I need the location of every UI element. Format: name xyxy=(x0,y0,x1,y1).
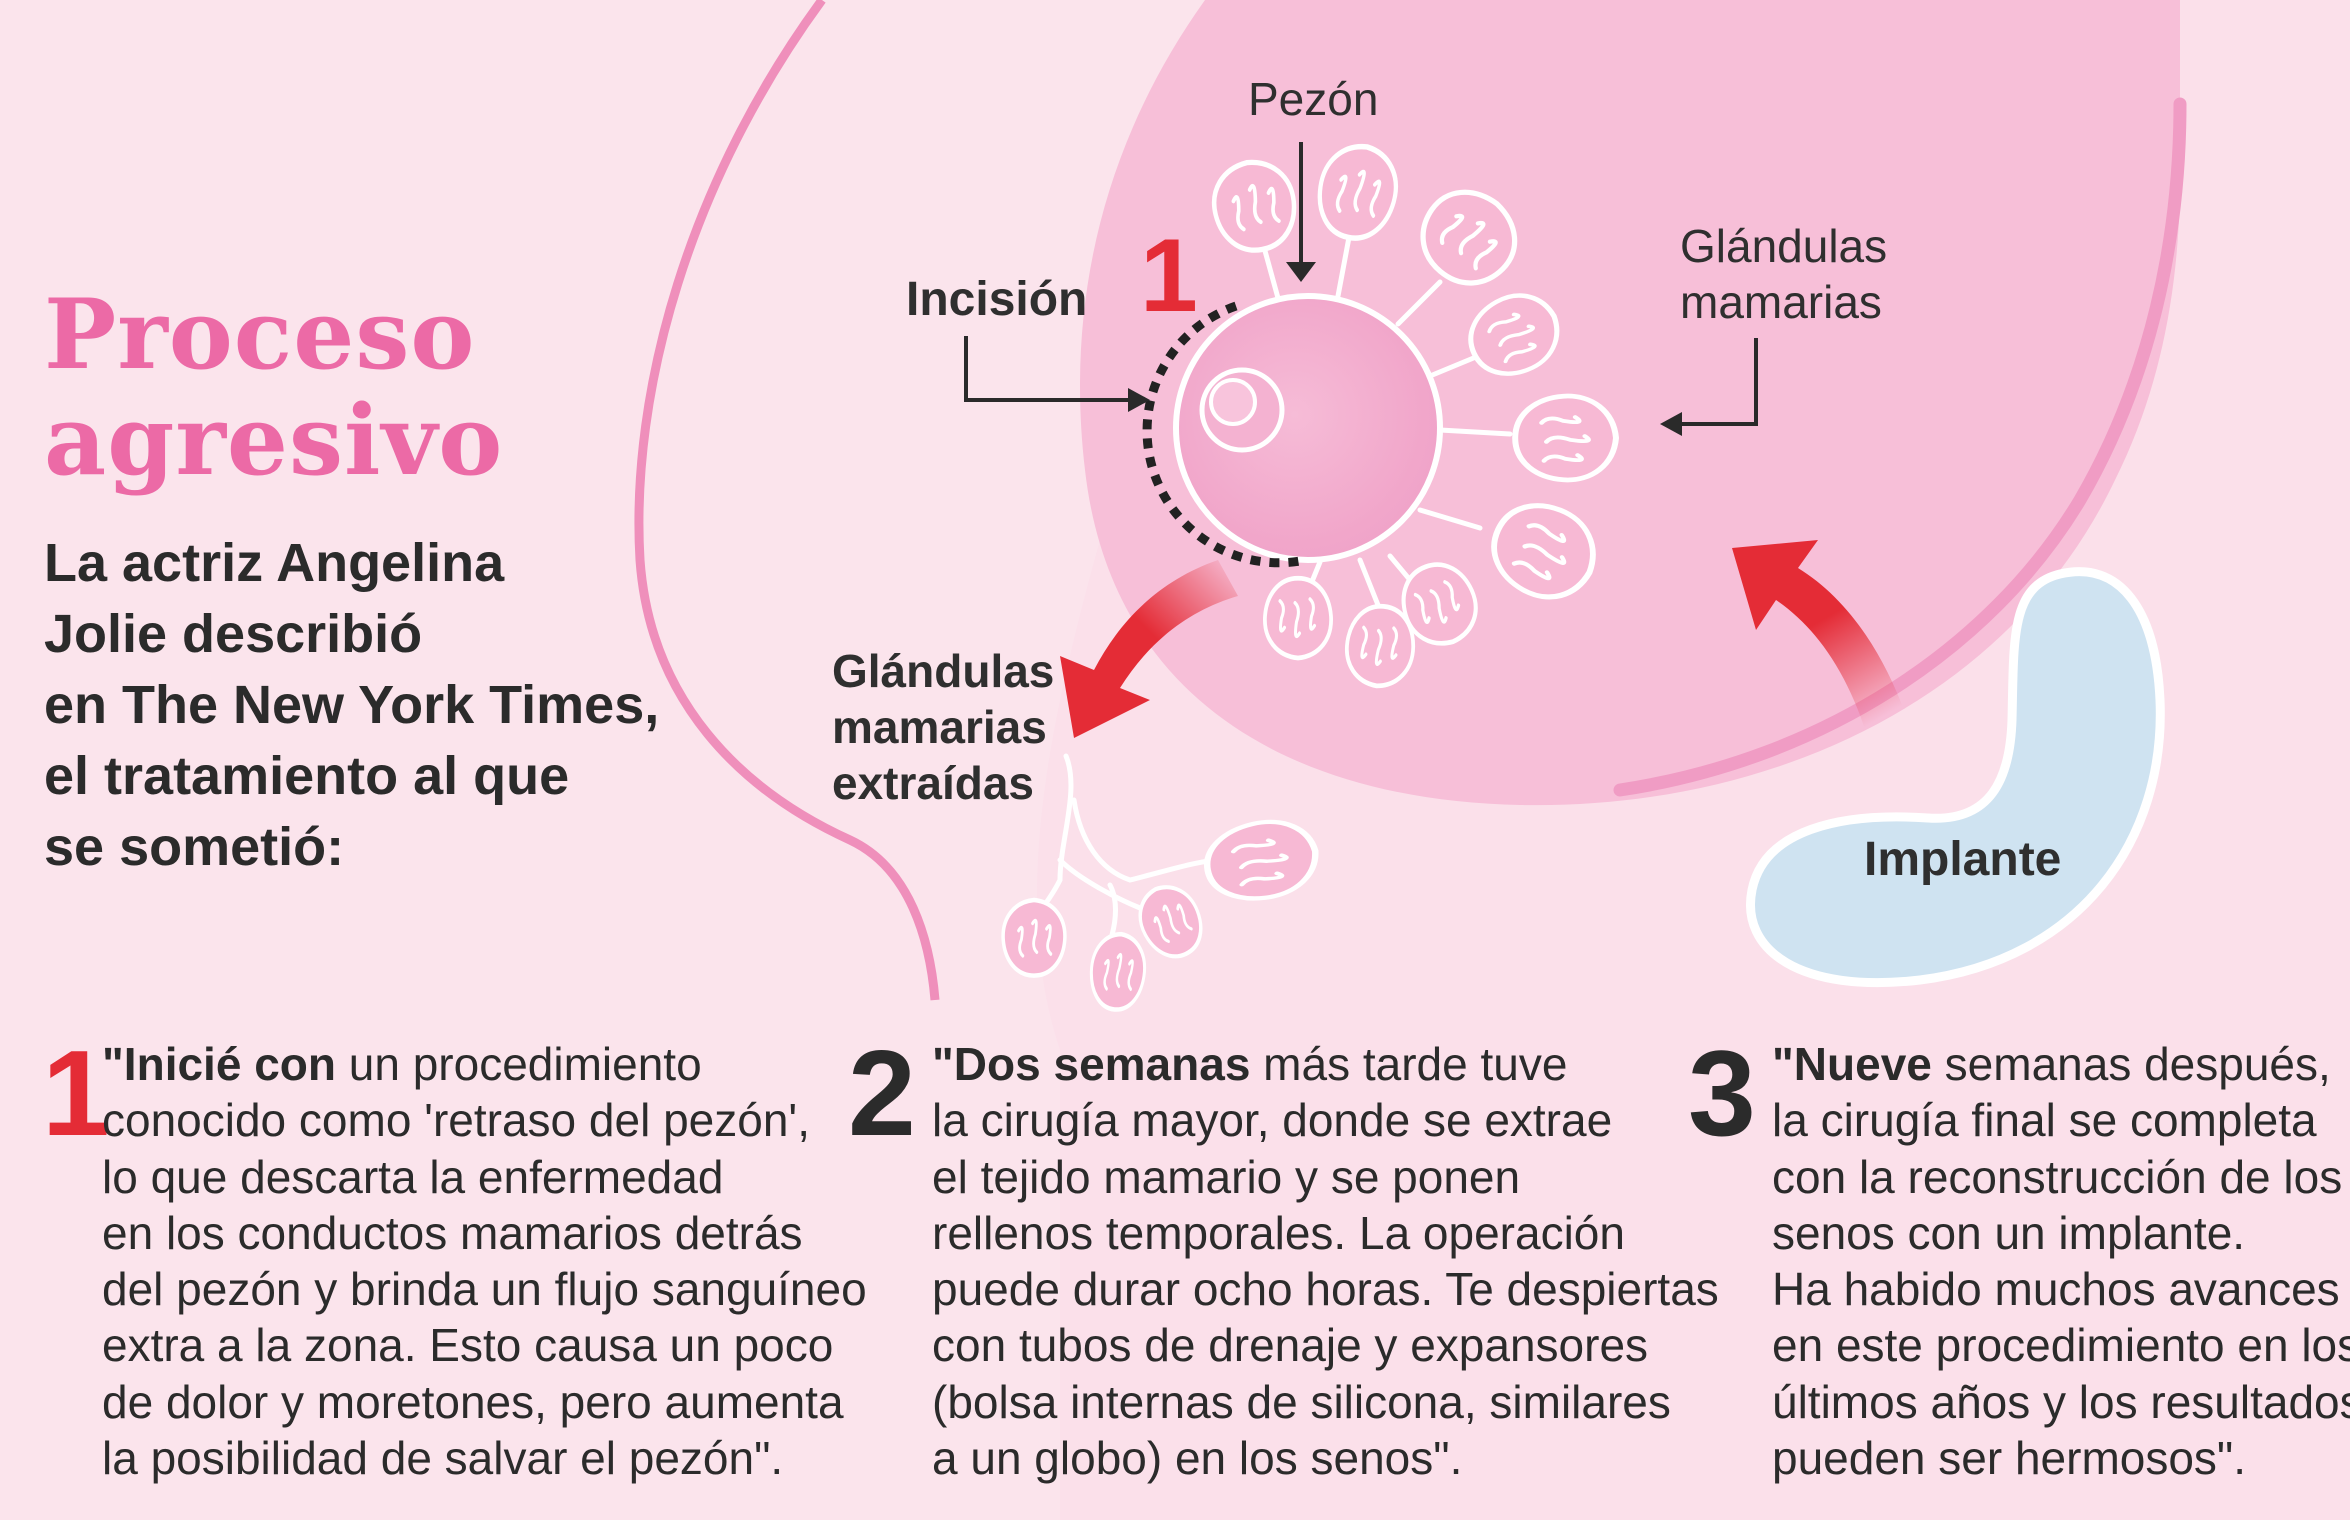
step-line: extra a la zona. Esto causa un poco xyxy=(102,1319,834,1372)
glands-label: Glándulas mamarias xyxy=(1680,218,1887,330)
step-first-line: "Dos semanas más tarde tuve xyxy=(932,1036,1719,1092)
intro-text: La actriz Angelina Jolie describió en Th… xyxy=(44,528,684,883)
step-first-rest: más tarde tuve xyxy=(1250,1038,1568,1090)
step-line: en este procedimiento en los xyxy=(1772,1319,2350,1372)
step-line: en los conductos mamarios detrás xyxy=(102,1206,803,1259)
title-line-1: Proceso xyxy=(44,278,476,391)
step-number: 2 xyxy=(848,1025,916,1161)
extracted-label-line: extraídas xyxy=(832,757,1035,809)
implant-label: Implante xyxy=(1864,833,2062,886)
step-line: a un globo) en los senos". xyxy=(932,1432,1463,1485)
step-first-rest: semanas después, xyxy=(1931,1038,2331,1090)
extracted-label-line: Glándulas xyxy=(832,645,1055,697)
step-line: pueden ser hermosos". xyxy=(1772,1432,2247,1485)
step-line: senos con un implante. xyxy=(1772,1206,2246,1259)
step-line: la posibilidad de salvar el pezón". xyxy=(102,1432,784,1485)
step-line: con la reconstrucción de los xyxy=(1772,1150,2343,1203)
extracted-label-line: mamarias xyxy=(832,701,1047,753)
step-number: 3 xyxy=(1688,1025,1756,1161)
nipple-label: Pezón xyxy=(1248,73,1379,125)
step-line: conocido como 'retraso del pezón', xyxy=(102,1094,810,1147)
annotation-lines xyxy=(964,142,1758,426)
title-line-2: agresivo xyxy=(44,384,504,497)
step-line: Ha habido muchos avances xyxy=(1772,1263,2340,1316)
step-lead: "Nueve xyxy=(1772,1038,1932,1090)
step-line: puede durar ocho horas. Te despiertas xyxy=(932,1263,1719,1316)
implant-arrow xyxy=(1732,540,1914,752)
intro-line: en The New York Times, xyxy=(44,675,660,735)
breast-right-edge xyxy=(1613,97,2187,797)
step-text: "Nueve semanas después, la cirugía final… xyxy=(1772,1036,2350,1486)
incision-line xyxy=(1142,301,1307,568)
breast-outline xyxy=(634,0,940,1001)
step-marker-1: 1 xyxy=(1140,218,1198,334)
glands-label-line: Glándulas xyxy=(1680,220,1888,272)
step-line: la cirugía mayor, donde se extrae xyxy=(932,1094,1613,1147)
annotation-arrowheads xyxy=(1128,262,1682,436)
step-first-rest: un procedimiento xyxy=(335,1038,702,1090)
step-line: con tubos de drenaje y expansores xyxy=(932,1319,1649,1372)
step-first-line: "Nueve semanas después, xyxy=(1772,1036,2350,1092)
step-line: el tejido mamario y se ponen xyxy=(932,1150,1521,1203)
step-line: lo que descarta la enfermedad xyxy=(102,1150,724,1203)
step-lead: "Inicié con xyxy=(102,1038,336,1090)
step-line: del pezón y brinda un flujo sanguíneo xyxy=(102,1263,867,1316)
intro-line: La actriz Angelina xyxy=(44,533,505,593)
step-text: "Inicié con un procedimiento conocido co… xyxy=(102,1036,867,1486)
intro-line: el tratamiento al que xyxy=(44,746,570,806)
step-number: 1 xyxy=(42,1025,110,1161)
extracted-glands-label: Glándulas mamarias extraídas xyxy=(832,643,1054,811)
implant-shape xyxy=(1746,567,2165,988)
step-line: rellenos temporales. La operación xyxy=(932,1206,1625,1259)
nipple-inner xyxy=(1209,378,1257,426)
page-title: Proceso agresivo xyxy=(44,282,503,494)
step-line: últimos años y los resultados xyxy=(1772,1375,2350,1428)
step-line: de dolor y moretones, pero aumenta xyxy=(102,1375,844,1428)
step-text: "Dos semanas más tarde tuve la cirugía m… xyxy=(932,1036,1719,1486)
intro-line: se sometió: xyxy=(44,817,345,877)
step-first-line: "Inicié con un procedimiento xyxy=(102,1036,867,1092)
step-line: (bolsa internas de silicona, similares xyxy=(932,1375,1671,1428)
incision-label: Incisión xyxy=(906,273,1088,326)
glands-label-line: mamarias xyxy=(1680,276,1882,328)
removal-arrow xyxy=(1060,560,1238,738)
step-line: la cirugía final se completa xyxy=(1772,1094,2317,1147)
intro-line: Jolie describió xyxy=(44,604,423,664)
step-lead: "Dos semanas xyxy=(932,1038,1251,1090)
